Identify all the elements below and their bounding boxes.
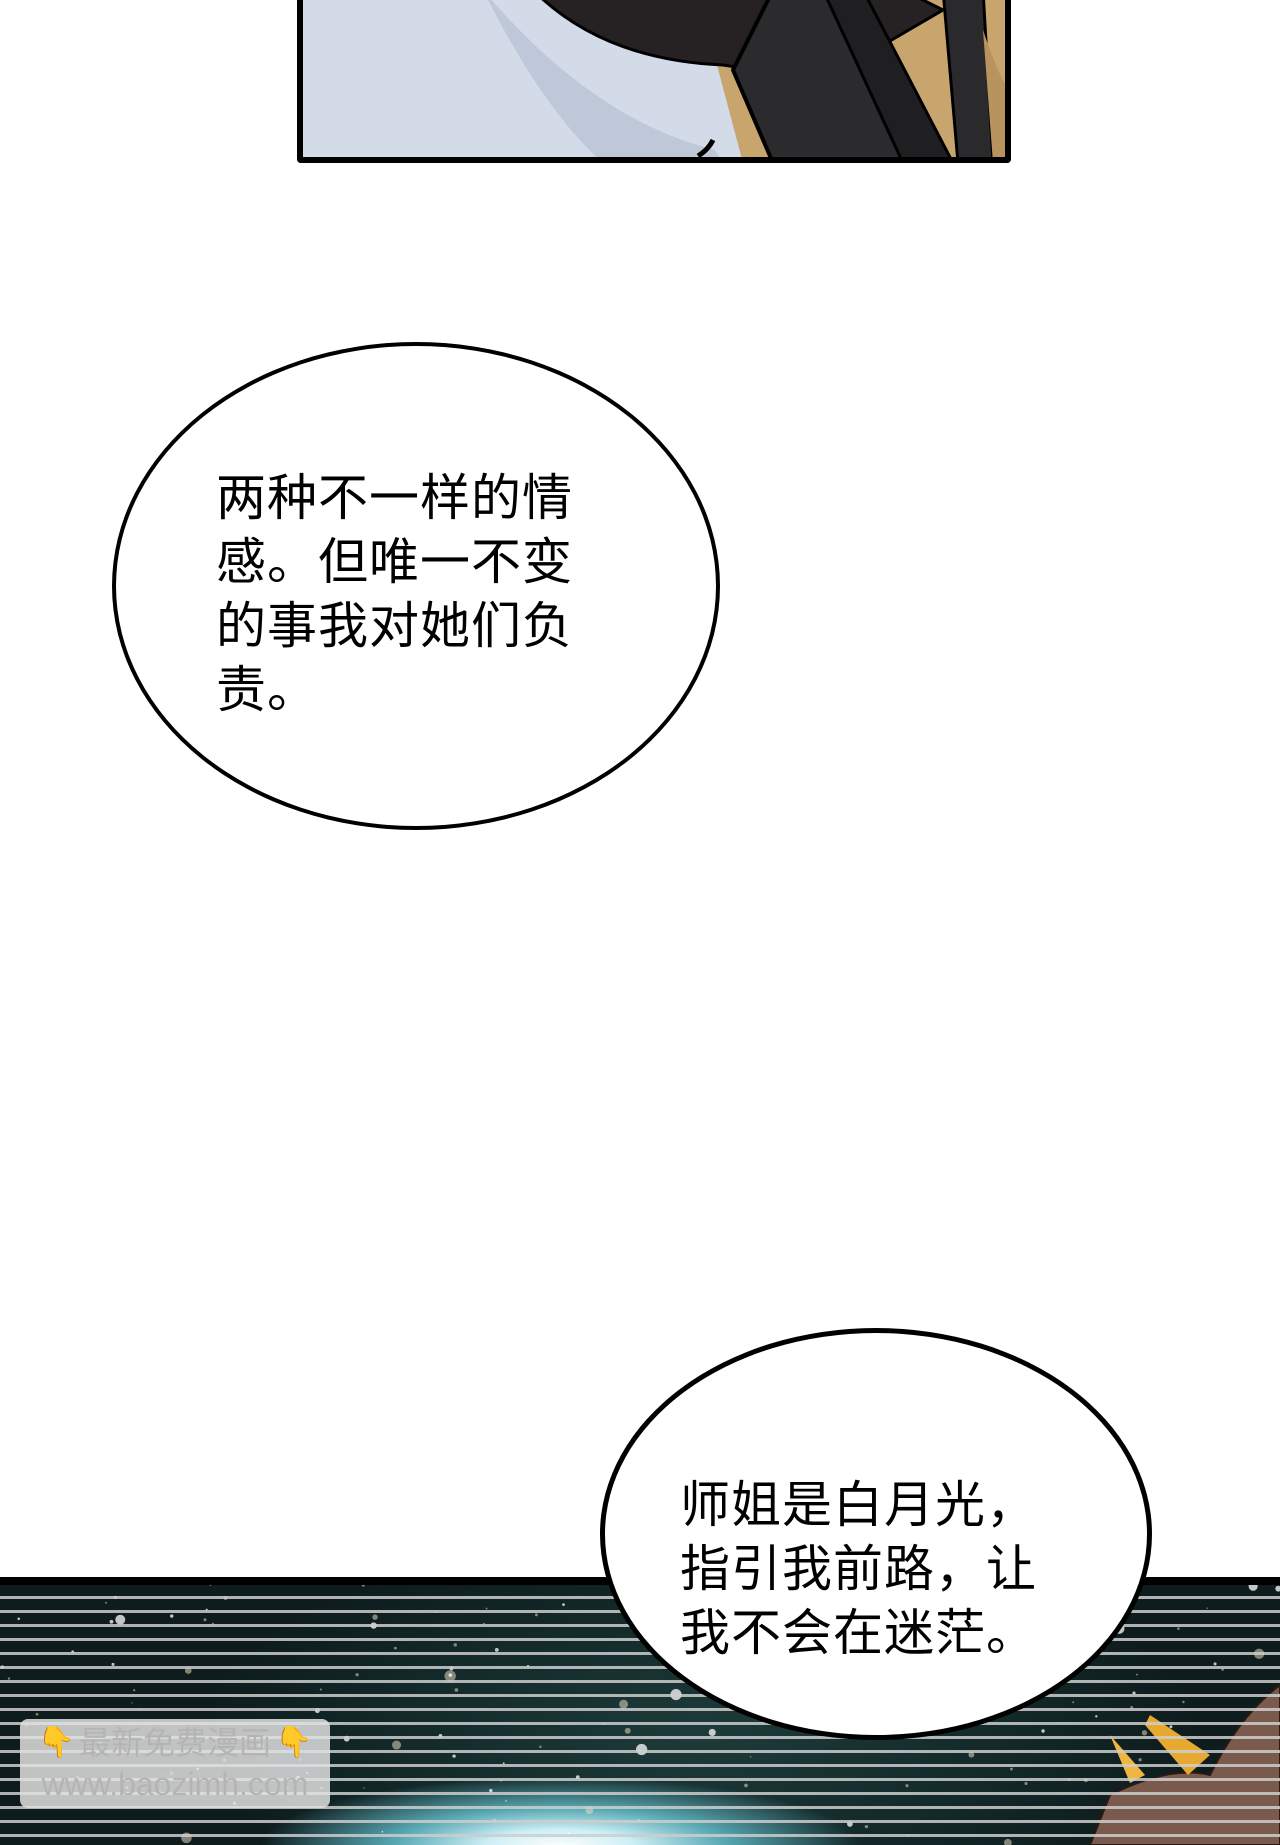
top-comic-panel xyxy=(297,0,1011,163)
star xyxy=(636,1743,648,1756)
star xyxy=(1177,1627,1180,1630)
speech-bubble: 师姐是白月光， 指引我前路，让 我不会在迷茫。 xyxy=(600,1328,1152,1740)
star xyxy=(1275,1585,1280,1592)
star xyxy=(381,1830,384,1833)
star xyxy=(105,1601,108,1604)
star xyxy=(203,1618,207,1622)
star xyxy=(109,1619,114,1624)
star xyxy=(1072,1701,1075,1704)
star xyxy=(0,1665,5,1669)
star xyxy=(133,1689,136,1692)
star xyxy=(319,1688,322,1691)
star xyxy=(1024,1781,1028,1786)
star xyxy=(585,1806,594,1815)
star xyxy=(438,1733,443,1738)
star xyxy=(483,1622,486,1625)
star xyxy=(485,1607,488,1610)
star xyxy=(744,1783,748,1788)
star xyxy=(452,1754,456,1758)
star xyxy=(534,1613,538,1617)
star xyxy=(361,1585,365,1587)
star xyxy=(624,1727,631,1734)
star xyxy=(184,1667,192,1674)
star xyxy=(223,1596,228,1600)
star xyxy=(181,1832,192,1844)
watermark-url[interactable]: www.baozimh.com xyxy=(41,1766,309,1802)
pointing-down-hand-icon: 👇 xyxy=(37,1725,75,1760)
star xyxy=(113,1595,117,1599)
star xyxy=(526,1664,530,1668)
star xyxy=(393,1646,397,1650)
character-illustration xyxy=(303,0,1005,157)
star xyxy=(864,1824,869,1829)
star xyxy=(343,1735,350,1742)
star xyxy=(170,1614,174,1618)
star xyxy=(71,1650,75,1654)
star xyxy=(708,1728,716,1737)
star xyxy=(35,1712,39,1716)
star xyxy=(138,1708,141,1710)
star xyxy=(434,1611,436,1614)
star xyxy=(1206,1607,1208,1609)
star xyxy=(448,1673,453,1677)
star xyxy=(355,1673,359,1677)
speech-bubble: 两种不一样的情 感。但唯一不变 的事我对她们负 责。 xyxy=(112,342,720,830)
star xyxy=(454,1688,459,1692)
star xyxy=(17,1617,21,1621)
star xyxy=(314,1708,320,1714)
star xyxy=(749,1756,752,1758)
star xyxy=(1248,1585,1258,1591)
star xyxy=(619,1699,629,1709)
star xyxy=(575,1775,580,1780)
star xyxy=(489,1788,493,1793)
star xyxy=(847,1821,853,1827)
star xyxy=(370,1622,377,1629)
star xyxy=(1084,1778,1088,1783)
speech-bubble-text: 两种不一样的情 感。但唯一不变 的事我对她们负 责。 xyxy=(216,469,573,719)
star xyxy=(211,1622,214,1625)
star xyxy=(670,1689,682,1701)
star xyxy=(209,1585,212,1586)
star xyxy=(131,1702,133,1704)
star xyxy=(567,1832,570,1835)
star xyxy=(7,1677,11,1680)
star xyxy=(562,1603,565,1606)
star xyxy=(539,1745,542,1749)
pointing-down-hand-icon: 👇 xyxy=(275,1725,313,1760)
watermark-title: 最新免费漫画 xyxy=(78,1724,271,1762)
star xyxy=(111,1662,115,1666)
star xyxy=(1004,1838,1012,1845)
star xyxy=(453,1643,457,1647)
star xyxy=(906,1833,909,1837)
star xyxy=(449,1666,454,1671)
star xyxy=(494,1648,499,1652)
star xyxy=(372,1614,378,1620)
star xyxy=(1041,1729,1045,1733)
star xyxy=(602,1723,605,1725)
star xyxy=(505,1799,508,1802)
star xyxy=(363,1787,365,1789)
speech-bubble-text: 师姐是白月光， 指引我前路，让 我不会在迷茫。 xyxy=(680,1476,1037,1662)
star xyxy=(115,1614,126,1625)
star xyxy=(1010,1767,1013,1771)
star xyxy=(205,1608,208,1611)
star xyxy=(492,1818,497,1823)
watermark-banner[interactable]: 👇 最新免费漫画 👇 www.baozimh.com xyxy=(20,1719,330,1808)
star xyxy=(637,1819,640,1822)
star xyxy=(968,1751,975,1758)
star xyxy=(905,1784,909,1788)
cloaked-figure-illustration xyxy=(1090,1683,1280,1845)
star xyxy=(1067,1777,1071,1781)
star xyxy=(502,1762,505,1765)
star xyxy=(499,1778,503,1782)
star xyxy=(392,1740,402,1750)
